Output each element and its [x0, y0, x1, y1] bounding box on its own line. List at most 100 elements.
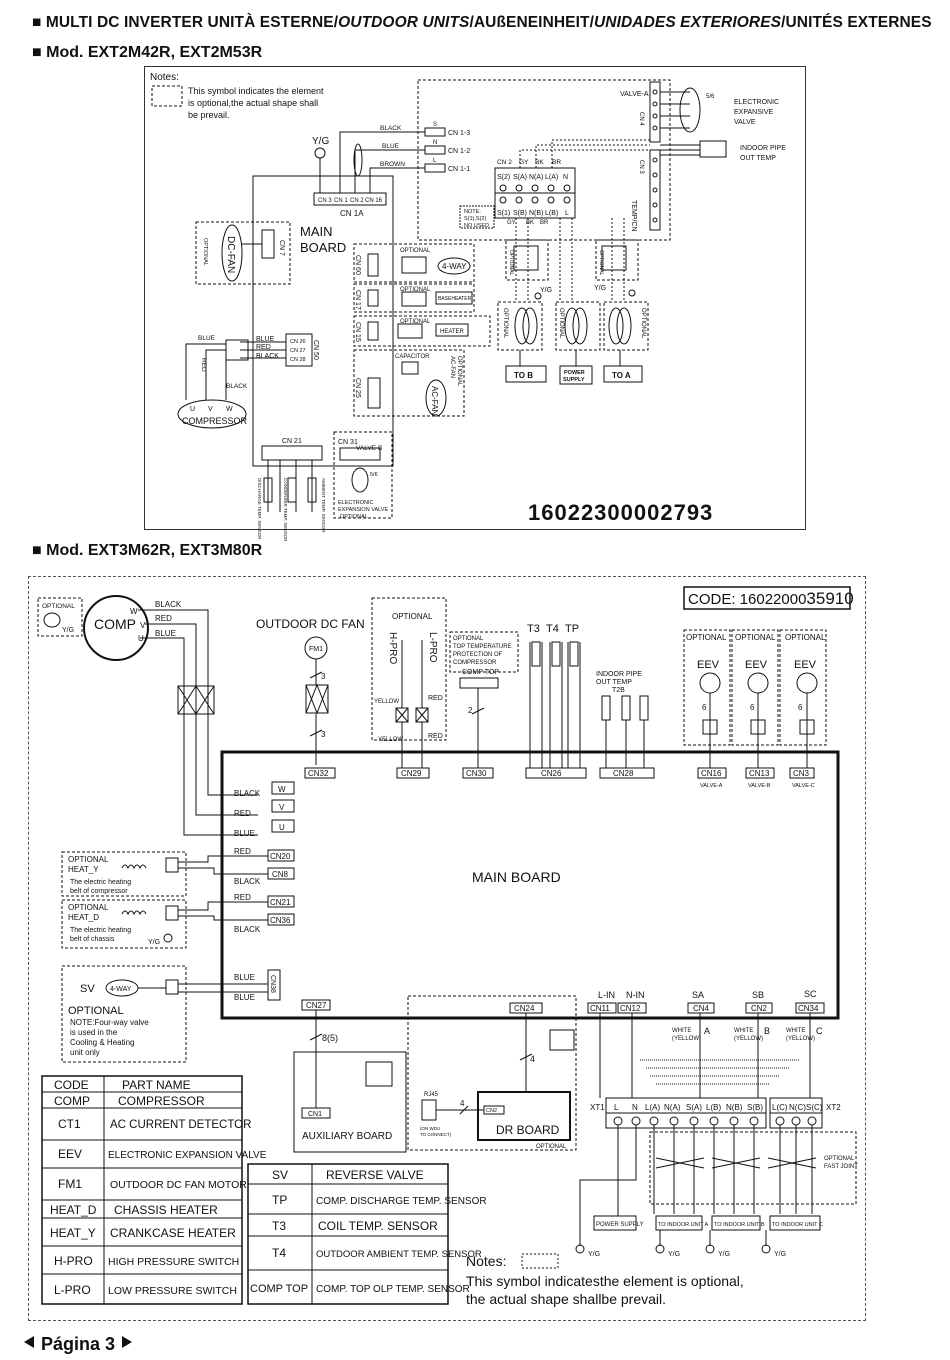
- d2-eev-6c: 6: [798, 703, 803, 712]
- header-part1: ■ MULTI DC INVERTER UNITÀ ESTERNE/: [32, 14, 339, 31]
- d1-yg-3: Y/G: [594, 285, 606, 292]
- d1-wire-brown: BROWN: [380, 161, 405, 168]
- d1-code-gy: GY: [519, 159, 529, 166]
- d2-xt1-0: L: [614, 1103, 619, 1112]
- d1-cw-black: BLACK: [256, 353, 279, 360]
- d2-yg-c: Y/G: [774, 1251, 786, 1258]
- d2-code-suffix: 35910: [806, 589, 853, 608]
- d2-xt2-0: L(C): [772, 1103, 788, 1112]
- d1-cn1-1: CN 1-1: [448, 166, 470, 173]
- d2-wy-a2: (YELLOW): [672, 1036, 701, 1042]
- d2-code-prefix-text: CODE: 16022000: [688, 591, 806, 608]
- d2-yg-ps: Y/G: [588, 1251, 600, 1258]
- d1-cn17: CN 17: [354, 290, 361, 310]
- d2-th-part: PART NAME: [122, 1078, 191, 1092]
- d1-baseheater: BASEHEATER: [438, 296, 472, 302]
- d1-v: V: [208, 406, 213, 413]
- d2-comp: COMP: [94, 616, 136, 632]
- d1-t-bot-4: L: [565, 210, 569, 217]
- d1-eev-b-2: EXPANSION VALVE: [338, 507, 388, 513]
- d2-valve-c: VALVE-C: [792, 783, 815, 789]
- d2-xt1-4: S(A): [686, 1103, 702, 1112]
- d2-pro-optional: OPTIONAL: [392, 612, 433, 621]
- d2-sv: SV: [80, 983, 95, 995]
- d2-ct-yg: Y/G: [62, 627, 74, 634]
- d1-eev-b-opt: OPTIONAL: [340, 514, 368, 520]
- d2-aux-8: 8(5): [322, 1033, 338, 1043]
- d1-t-bot-1: S(B): [513, 210, 527, 217]
- d2-sv-note-2: NOTE:Four-way valve: [70, 1018, 149, 1027]
- d2-rj-4: 4: [460, 1099, 465, 1108]
- header-part5: /UNITÉS EXTERNES: [781, 14, 932, 31]
- next-page-icon[interactable]: [120, 1334, 134, 1355]
- d1-to-a: TO A: [612, 371, 631, 380]
- d1-tempcn: TEMP/CN: [630, 200, 637, 232]
- d2-eev-a: EEV: [697, 659, 720, 671]
- d2-cn8: CN8: [272, 870, 289, 879]
- d2-xt1-1: N: [632, 1103, 638, 1112]
- d2-lw-6: BLACK: [234, 925, 261, 934]
- d2-tt-3: PROTECTION OF: [453, 652, 503, 658]
- d2-ct-7-code: L-PRO: [54, 1283, 91, 1297]
- d2-ct-1-code: CT1: [58, 1117, 81, 1131]
- d2-hy-2: HEAT_Y: [68, 865, 99, 874]
- d1-note-box-3: NO USED: [464, 223, 489, 229]
- d2-to-indoor-c: TO INDOOR UNIT C: [772, 1222, 823, 1228]
- d2-comp-red: RED: [155, 614, 172, 623]
- d2-tt-1: OPTIONAL: [453, 636, 484, 642]
- d1-power-2: SUPPLY: [563, 377, 585, 383]
- d2-cn34: CN34: [798, 1004, 819, 1013]
- d1-code-br: BR: [552, 159, 561, 166]
- d2-eev-6b: 6: [750, 703, 755, 712]
- d1-yg-2: Y/G: [540, 287, 552, 294]
- d2-code-prefix: CODE: 1602200035910: [688, 589, 854, 608]
- d2-cn28: CN28: [613, 769, 634, 778]
- d1-wire-black: BLACK: [380, 125, 402, 132]
- prev-page-icon[interactable]: [22, 1334, 36, 1355]
- d1-relay-opt-2: OPTIONAL: [598, 250, 604, 276]
- d1-cn21: CN 21: [282, 438, 302, 445]
- d2-cn27: CN27: [306, 1001, 327, 1010]
- d2-sv-note-4: Cooling & Heating: [70, 1038, 134, 1047]
- d1-cn1-2: CN 1-2: [448, 148, 470, 155]
- d2-ct-0-name: COMPRESSOR: [118, 1094, 205, 1108]
- d1-notes-title: Notes:: [150, 72, 179, 83]
- d1-eev-b-1: ELECTRONIC: [338, 500, 373, 506]
- d1-cn1-letter-s: S: [433, 122, 437, 128]
- d2-rj-note-1: (ON WDU: [420, 1126, 440, 1131]
- d2-cn2: CN2: [751, 1004, 768, 1013]
- d1-opt-heater: OPTIONAL: [400, 319, 431, 325]
- d1-eev-1: ELECTRONIC: [734, 99, 779, 106]
- d2-yellow-2: YELLOW: [378, 737, 403, 743]
- d2-comp-top: COMP TOP: [462, 669, 499, 676]
- d1-opt-acfan-1: OPTIONAL: [456, 356, 462, 387]
- d1-cn2: CN 2: [497, 159, 512, 166]
- d2-sc: SC: [804, 989, 817, 999]
- d2-wy-c2: (YELLOW): [786, 1036, 815, 1042]
- d2-a: A: [704, 1026, 710, 1036]
- d1-valve-a: VALVE-A: [620, 91, 649, 98]
- header-part3: /AUßENEINHEIT/: [469, 14, 594, 31]
- d1-to-b: TO B: [514, 371, 533, 380]
- d2-eev-opt-c: OPTIONAL: [785, 633, 826, 642]
- d2-lw-5: RED: [234, 893, 251, 902]
- d2-hd-3: The electric heating: [70, 927, 131, 934]
- d1-power-1: POWER: [564, 370, 585, 376]
- d2-ct2-1-code: TP: [272, 1193, 287, 1207]
- d2-term-w: W: [278, 785, 286, 794]
- d2-ct-5-name: CRANKCASE HEATER: [110, 1226, 236, 1240]
- d1-compressor: COMPRESSOR: [182, 416, 248, 426]
- d2-tt-4: COMPRESSOR: [453, 660, 497, 666]
- d1-note-box-2: S(1),S(2): [464, 216, 486, 222]
- d2-hy-1: OPTIONAL: [68, 855, 109, 864]
- d1-note-line3: be prevail.: [188, 110, 230, 120]
- d1-heater: HEATER: [440, 329, 465, 335]
- d2-cn36: CN36: [270, 916, 291, 925]
- d1-fivesix-b: 5/6: [370, 472, 378, 478]
- d1-cn1-letter-n: N: [433, 140, 437, 146]
- d2-aux-board: AUXILIARY BOARD: [302, 1131, 392, 1142]
- d1-t-top-0: S(2): [497, 174, 510, 181]
- d2-ct-4-name: CHASSIS HEATER: [114, 1203, 218, 1217]
- wiring-diagram-2: [28, 576, 866, 1321]
